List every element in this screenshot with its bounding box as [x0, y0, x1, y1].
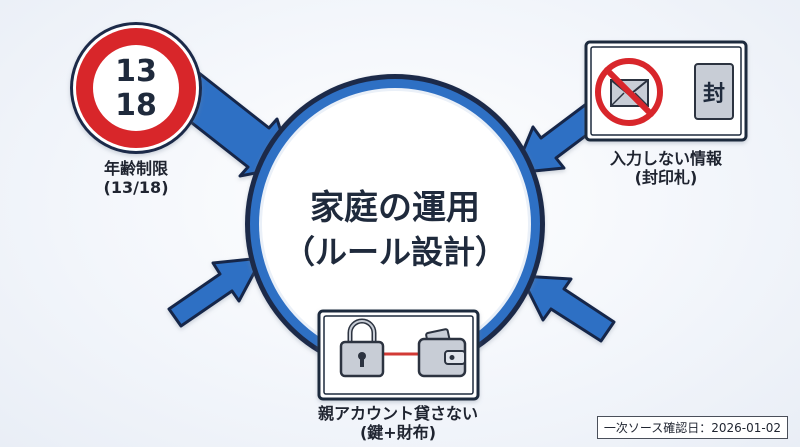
seal-tag-icon: 封	[694, 63, 734, 120]
no-mail-icon	[595, 58, 663, 126]
age-caption: 年齢制限 (13/18)	[66, 159, 206, 197]
age-caption-line1: 年齢制限	[103, 159, 168, 178]
age-sign-top: 13	[115, 54, 157, 89]
sealed-caption-line2: (封印札)	[634, 168, 698, 188]
age-sign-numbers: 13 18	[96, 48, 176, 128]
lock-caption: 親アカウント貸さない (鍵+財布)	[298, 404, 498, 442]
source-date-badge: 一次ソース確認日：2026-01-02	[596, 416, 788, 439]
arrow-bottom-right	[519, 274, 616, 343]
wallet-icon	[417, 328, 467, 378]
padlock-icon	[339, 318, 385, 378]
sealed-caption-line1: 入力しない情報	[609, 149, 722, 168]
sealed-caption: 入力しない情報 (封印札)	[586, 149, 746, 187]
arrow-bottom-left	[167, 256, 264, 328]
age-caption-line2: (13/18)	[103, 178, 169, 198]
lock-caption-line1: 親アカウント貸さない	[317, 404, 478, 423]
lock-caption-line2: (鍵+財布)	[359, 423, 437, 443]
seal-tag-glyph: 封	[702, 81, 725, 107]
main-circle	[245, 74, 545, 374]
age-limit-sign	[70, 22, 202, 154]
center-title-line2: （ルール設計）	[282, 233, 507, 271]
age-sign-bottom: 18	[115, 88, 157, 123]
center-title-line1: 家庭の運用	[310, 188, 480, 228]
